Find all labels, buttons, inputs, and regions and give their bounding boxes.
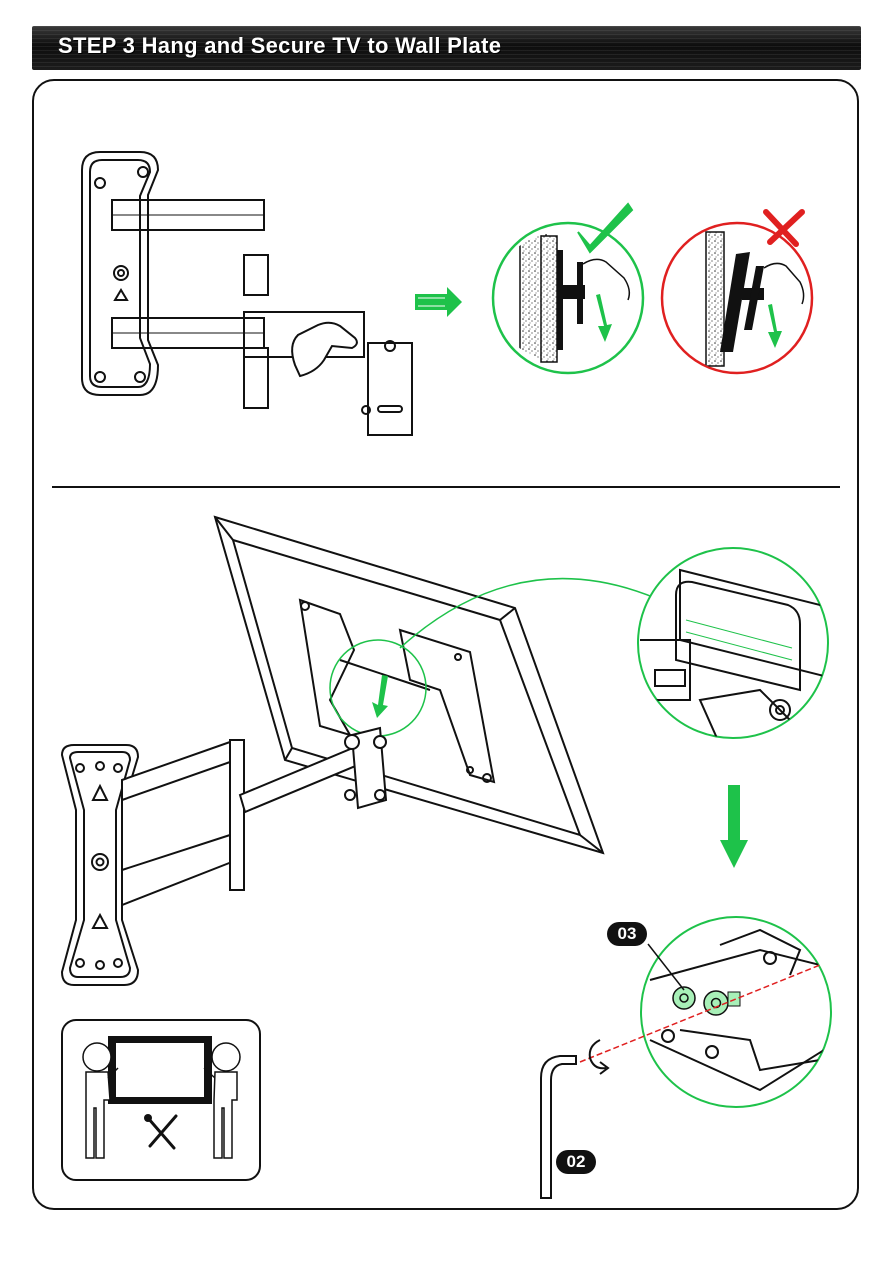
correct-hook-detail <box>493 220 643 380</box>
arrow-right-icon <box>415 287 462 317</box>
arm-mount-bottom <box>62 728 386 985</box>
tv-panel <box>215 517 603 853</box>
arrow-down-large-icon <box>720 785 748 868</box>
hand-icon <box>292 323 357 376</box>
incorrect-hook-detail <box>662 223 812 373</box>
allen-key-icon <box>541 1056 576 1198</box>
callout-badge-02: 02 <box>556 1150 596 1174</box>
two-person-lift-icon <box>62 1020 260 1180</box>
callout-badge-03: 03 <box>607 922 647 946</box>
bracket-zoom-detail <box>638 548 840 745</box>
arm-mount-top <box>82 152 412 435</box>
